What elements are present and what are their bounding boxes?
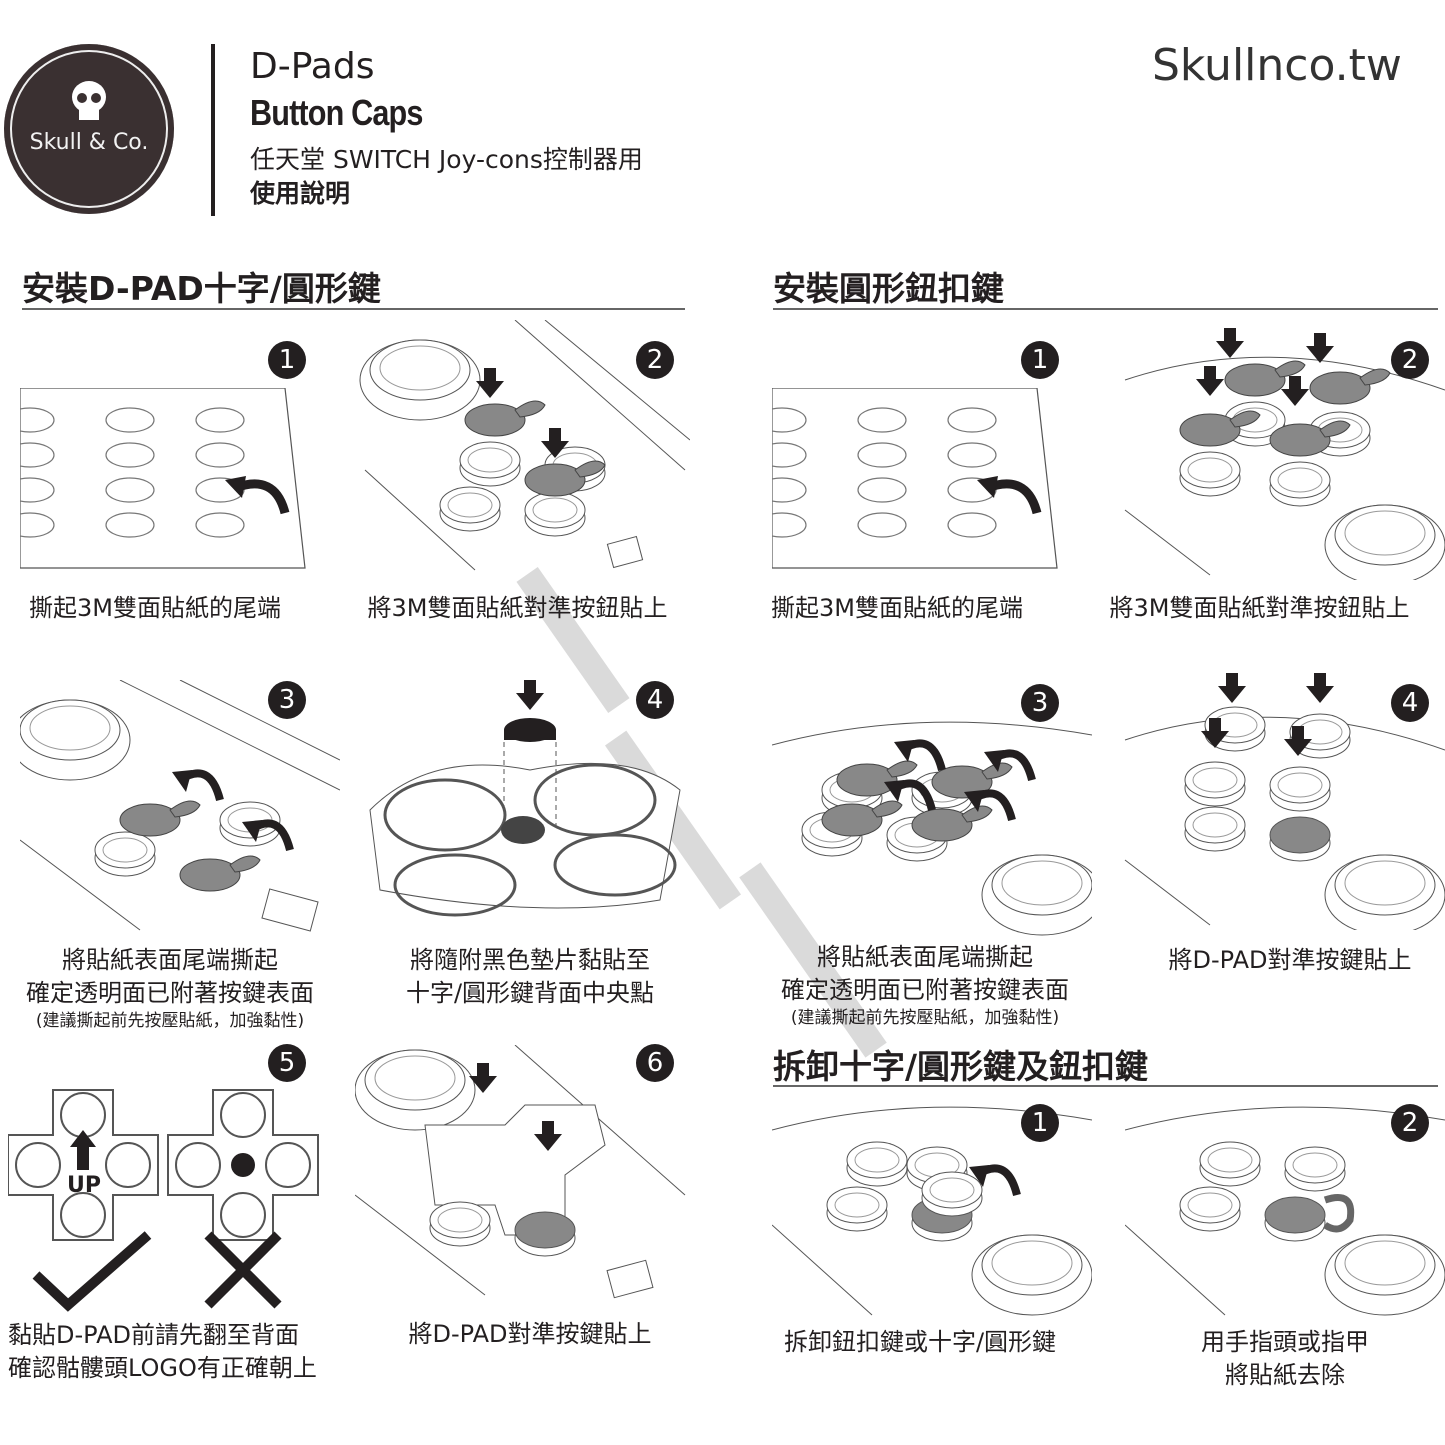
skull-icon — [72, 81, 106, 120]
caption-line: 將隨附黑色墊片黏貼至 — [410, 946, 650, 974]
illustration-peel-dpad — [20, 680, 340, 932]
divider — [22, 308, 685, 310]
check-icon — [32, 1231, 152, 1312]
caption-note: (建議撕起前先按壓貼紙，加強黏性) — [35, 1011, 305, 1031]
illustration-place-caps — [1124, 673, 1445, 930]
section-title-round: 安裝圓形鈕扣鍵 — [773, 269, 1004, 308]
caption-line: 確定透明面已附著按鍵表面 — [26, 979, 314, 1007]
step-number-badge: 2 — [1391, 341, 1429, 379]
divider — [773, 1085, 1438, 1087]
subtitle-instructions: 使用說明 — [250, 179, 351, 208]
illustration-sticker-sheet — [772, 388, 1072, 578]
step-caption: 將D-PAD對準按鍵貼上 — [1168, 946, 1412, 974]
step-caption: 撕起3M雙面貼紙的尾端 — [29, 594, 281, 622]
caption-line: 確定透明面已附著按鍵表面 — [781, 976, 1069, 1004]
step-number-badge: 6 — [636, 1044, 674, 1082]
brand-logo: Skull & Co. — [4, 44, 174, 214]
section-title-dpad: 安裝D-PAD十字/圓形鍵 — [22, 269, 381, 308]
step-number-badge: 1 — [1021, 341, 1059, 379]
step-caption: 將3M雙面貼紙對準按鈕貼上 — [1109, 594, 1410, 622]
illustration-sticker-sheet — [20, 388, 320, 578]
title-dpads: D-Pads — [250, 46, 375, 87]
step-caption: 將D-PAD對準按鍵貼上 — [408, 1320, 652, 1348]
illustration-attach-dpad — [355, 1045, 686, 1299]
step-4-caption: 將隨附黑色墊片黏貼至 十字/圓形鍵背面中央點 — [365, 944, 695, 1010]
step-number-badge: 2 — [636, 341, 674, 379]
divider — [773, 308, 1438, 310]
step-caption: 撕起3M雙面貼紙的尾端 — [771, 594, 1023, 622]
caption-note: (建議撕起前先按壓貼紙，加強黏性) — [790, 1008, 1060, 1028]
step-caption: 將3M雙面貼紙對準按鈕貼上 — [367, 594, 668, 622]
illustration-black-pad — [369, 680, 681, 917]
step-3-caption: 將貼紙表面尾端撕起 確定透明面已附著按鍵表面 (建議撕起前先按壓貼紙，加強黏性) — [760, 941, 1090, 1029]
step-number-badge: 1 — [268, 341, 306, 379]
label-up: UP — [67, 1173, 101, 1198]
header-divider — [211, 44, 215, 216]
subtitle: 任天堂 SWITCH Joy-cons控制器用 — [250, 145, 643, 174]
step-3-caption: 將貼紙表面尾端撕起 確定透明面已附著按鍵表面 (建議撕起前先按壓貼紙，加強黏性) — [5, 944, 335, 1032]
step-number-badge: 4 — [1391, 684, 1429, 722]
step-number-badge: 5 — [268, 1044, 306, 1082]
step-number-badge: 4 — [636, 681, 674, 719]
step-5-caption: 黏貼D-PAD前請先翻至背面 確認骷髏頭LOGO有正確朝上 — [8, 1319, 317, 1385]
step-number-badge: 3 — [268, 681, 306, 719]
website[interactable]: Skullnco.tw — [1152, 40, 1402, 91]
title-button-caps: Button Caps — [250, 92, 423, 133]
illustration-peel-buttons — [772, 721, 1092, 936]
illustration-dpad-orientation — [8, 1089, 319, 1312]
step-2-caption: 用手指頭或指甲 將貼紙去除 — [1130, 1326, 1440, 1392]
caption-line: 十字/圓形鍵背面中央點 — [405, 979, 655, 1007]
caption-line: 將貼紙表面尾端撕起 — [62, 946, 278, 974]
caption-line: 將貼紙去除 — [1225, 1361, 1345, 1389]
arrow-up-icon — [70, 1130, 96, 1147]
logo-text: Skull & Co. — [29, 130, 149, 155]
step-number-badge: 2 — [1391, 1104, 1429, 1142]
step-caption: 拆卸鈕扣鍵或十字/圓形鍵 — [783, 1328, 1057, 1356]
caption-line: 用手指頭或指甲 — [1201, 1328, 1369, 1356]
caption-line: 將貼紙表面尾端撕起 — [817, 943, 1033, 971]
section-title-remove: 拆卸十字/圓形鍵及鈕扣鍵 — [773, 1047, 1149, 1086]
illustration-dpad-stickers — [359, 320, 690, 571]
caption-line: 確認骷髏頭LOGO有正確朝上 — [8, 1354, 317, 1382]
skull-logo-icon — [501, 816, 545, 844]
step-number-badge: 1 — [1021, 1104, 1059, 1142]
cross-icon — [204, 1231, 282, 1309]
caption-line: 黏貼D-PAD前請先翻至背面 — [8, 1321, 299, 1349]
step-number-badge: 3 — [1021, 684, 1059, 722]
